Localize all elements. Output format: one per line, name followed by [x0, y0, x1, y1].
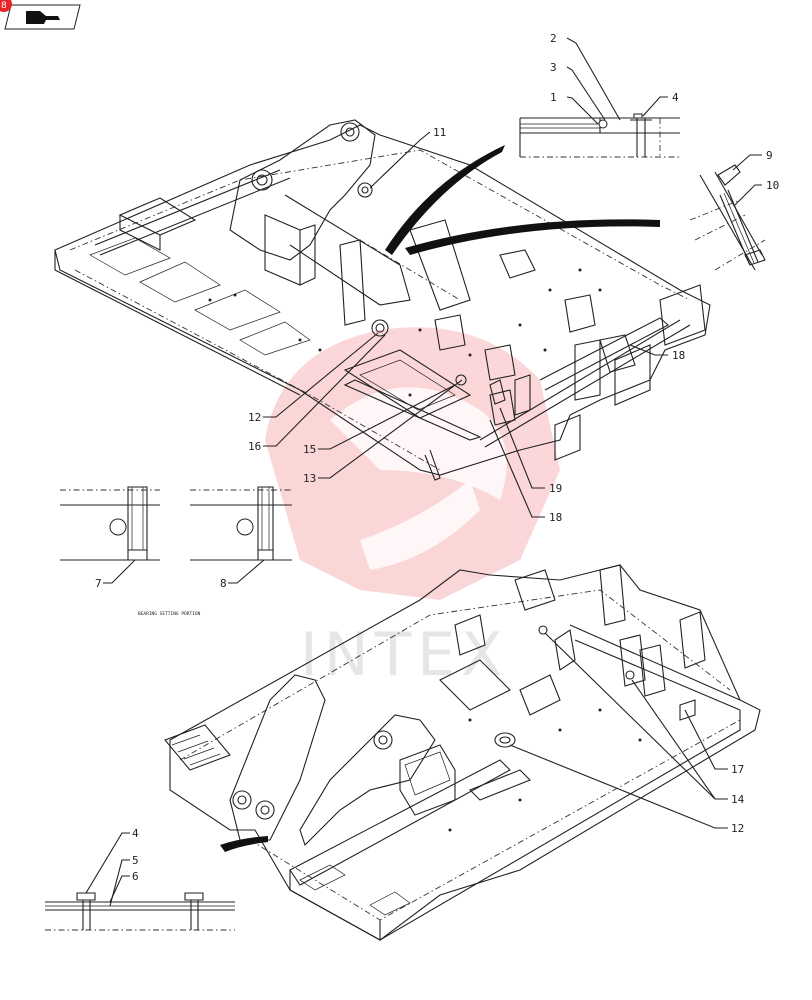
part-11 — [357, 182, 373, 198]
bearing-caption: BEARING SETTING PORTION — [138, 611, 201, 617]
callout-3: 3 — [550, 61, 557, 74]
logo-watermark — [265, 327, 560, 600]
callout-18-upper-right: 18 — [672, 349, 685, 362]
bearing-plate — [343, 349, 472, 419]
callout-7: 7 — [95, 577, 102, 590]
callout-9: 9 — [766, 149, 773, 162]
callout-12-lower: 12 — [731, 822, 744, 835]
logo-cutout-2 — [360, 480, 480, 570]
callout-17: 17 — [731, 763, 744, 776]
detail-bottom — [45, 892, 235, 931]
detail-right — [689, 164, 766, 271]
callout-8: 8 — [220, 577, 227, 590]
direction-arrow-2 — [405, 219, 660, 255]
part-14a — [538, 625, 548, 635]
boom-bracket — [229, 119, 376, 261]
direction-arrow-1 — [385, 145, 505, 255]
callout-4: 4 — [672, 91, 679, 104]
part-12-lower — [494, 732, 516, 748]
watermark-text: INTEX — [300, 620, 508, 690]
detail-bearing-left — [60, 486, 160, 561]
part-14b — [625, 670, 635, 680]
callout-5: 5 — [132, 854, 139, 867]
badge-dot — [0, 0, 12, 12]
lower-frame-outline — [169, 564, 761, 941]
step-plate — [164, 724, 231, 771]
nav-badge[interactable]: 8 — [0, 0, 81, 30]
callout-18-upper-bottom: 18 — [549, 511, 562, 524]
callout-11: 11 — [433, 126, 446, 139]
part-16 — [371, 319, 389, 337]
part-13 — [455, 374, 467, 386]
callout-15: 15 — [303, 443, 316, 456]
lower-frame — [164, 564, 761, 941]
callout-14: 14 — [731, 793, 745, 806]
callout-6: 6 — [132, 870, 139, 883]
callout-16: 16 — [248, 440, 261, 453]
leader-lines — [85, 37, 762, 907]
callout-1: 1 — [550, 91, 557, 104]
detail-bearing-right — [190, 486, 292, 561]
callout-2: 2 — [550, 32, 557, 45]
callout-4-lower: 4 — [132, 827, 139, 840]
detail-top — [519, 113, 680, 158]
callout-10: 10 — [766, 179, 779, 192]
next-page-icon — [26, 11, 60, 24]
callout-19: 19 — [549, 482, 562, 495]
callout-12-upper: 12 — [248, 411, 261, 424]
logo-shape — [265, 327, 560, 600]
lower-boom-bracket — [229, 674, 326, 841]
upper-frame — [54, 119, 711, 481]
logo-cutout — [330, 387, 507, 500]
badge-number: 8 — [1, 1, 7, 11]
callout-13: 13 — [303, 472, 316, 485]
callouts: 2 3 1 4 11 9 10 18 12 16 15 13 19 18 7 8… — [95, 32, 779, 883]
direction-arrow-3 — [220, 836, 268, 852]
